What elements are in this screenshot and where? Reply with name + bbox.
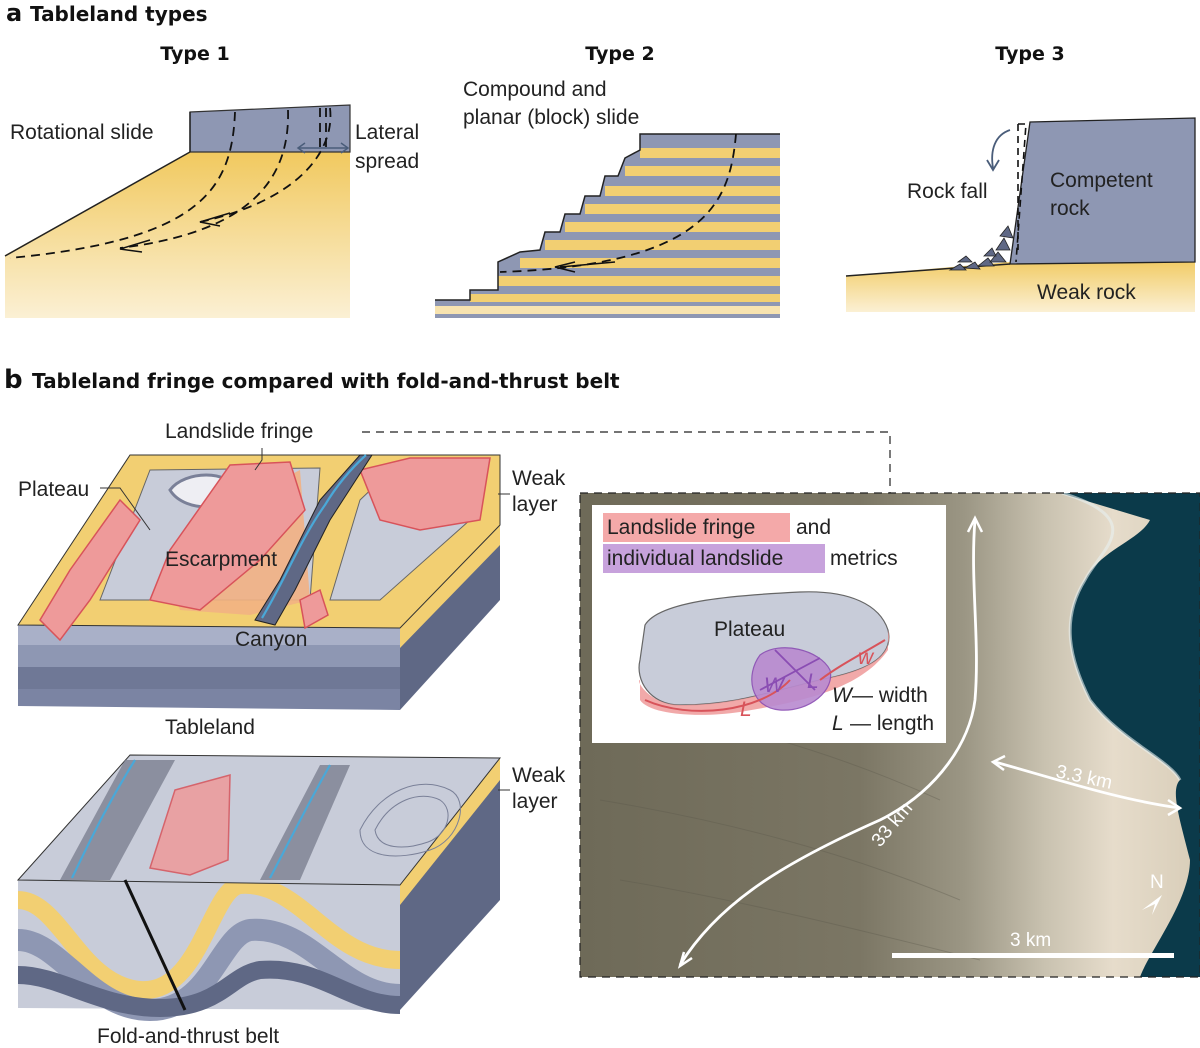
competent-rock-label-2: rock	[1050, 197, 1090, 220]
inset-and-label: and	[796, 516, 831, 539]
weak-layer-label-1: Weak	[512, 467, 566, 490]
scale-bar-label: 3 km	[1010, 930, 1051, 951]
type1-diagram: Type 1 Rotational slide Lateral spread	[4, 43, 419, 318]
individual-highlight	[603, 544, 825, 573]
aerial-photo: 33 km 3.3 km 3 km N Landslide fringe and…	[579, 492, 1200, 978]
inset-w-lower: w	[858, 646, 875, 669]
weak-layer-label-3: Weak	[512, 764, 566, 787]
panel-a: a Tableland types Type 1 Rotational slid…	[4, 0, 1196, 318]
fold-thrust-label: Fold-and-thrust belt	[97, 1025, 279, 1048]
tableland-block: Landslide fringe Plateau Escarpment Cany…	[17, 420, 566, 739]
compound-slide-label-2: planar (block) slide	[463, 106, 639, 129]
fold-thrust-block: Weak layer Fold-and-thrust belt	[16, 754, 566, 1048]
inset-L-def-symbol: L	[832, 712, 844, 735]
escarpment-label: Escarpment	[165, 548, 277, 571]
inset-W-upper: W	[764, 674, 786, 697]
weak-rock-label: Weak rock	[1037, 281, 1136, 304]
panel-a-letter: a	[6, 0, 22, 27]
inset-L-upper: L	[807, 670, 819, 693]
fold-side-face	[400, 758, 500, 1010]
north-arrow-icon	[1142, 895, 1162, 915]
tableland-label: Tableland	[165, 716, 255, 739]
inset-individual-label: individual landslide	[607, 547, 783, 570]
metrics-inset: Landslide fringe and individual landslid…	[592, 505, 946, 743]
panel-b-title: Tableland fringe compared with fold-and-…	[32, 369, 620, 393]
type3-competent-rock	[1009, 117, 1196, 265]
inset-W-def-symbol: W	[832, 684, 854, 707]
type3-talus	[948, 225, 1014, 271]
type3-weak-rock	[846, 258, 1195, 312]
route-3-3km	[994, 760, 1181, 810]
compound-slide-label-1: Compound and	[463, 78, 607, 101]
tableland-landslide-1	[148, 461, 306, 611]
competent-rock-label-1: Competent	[1050, 169, 1153, 192]
sea	[1060, 493, 1200, 977]
type2-heading: Type 2	[585, 43, 654, 65]
fold-landslide	[149, 774, 231, 876]
inset-fringe-label: Landslide fringe	[607, 516, 755, 539]
rock-fall-label: Rock fall	[907, 180, 988, 203]
type2-sand-bands	[435, 148, 780, 314]
weak-layer-label-2: layer	[512, 493, 558, 516]
inset-L-lower: L	[740, 698, 752, 721]
fringe-highlight	[603, 513, 790, 542]
weak-layer-label-4: layer	[512, 790, 558, 813]
north-label: N	[1150, 872, 1164, 893]
inset-L-def: — length	[850, 712, 934, 735]
inset-metrics-label: metrics	[830, 547, 898, 570]
tableland-side-face	[400, 525, 500, 710]
lateral-spread-label-1: Lateral	[355, 121, 419, 144]
route-33km	[678, 519, 978, 966]
panel-b: b Tableland fringe compared with fold-an…	[4, 365, 1200, 1048]
rotational-slide-label: Rotational slide	[10, 121, 154, 144]
type1-slip-surfaces	[9, 107, 332, 259]
landslide-fringe-label: Landslide fringe	[165, 420, 313, 443]
panel-b-letter: b	[4, 365, 23, 395]
canyon-label: Canyon	[235, 628, 307, 651]
type1-weak-layer	[5, 152, 350, 318]
type3-diagram: Type 3 Rock fall Competent rock Weak roc…	[845, 43, 1196, 312]
type3-heading: Type 3	[995, 43, 1064, 65]
scale-bar	[892, 953, 1174, 958]
type1-heading: Type 1	[160, 43, 229, 65]
tableland-canyon	[254, 454, 373, 626]
fringe-leader-line	[362, 431, 891, 493]
type2-diagram: Type 2 Compound and planar (block) slide	[435, 43, 780, 318]
plateau-label: Plateau	[18, 478, 89, 501]
inset-W-def: — width	[852, 684, 928, 707]
lateral-spread-label-2: spread	[355, 150, 419, 173]
panel-a-title: Tableland types	[30, 2, 208, 26]
inset-plateau-label: Plateau	[714, 618, 785, 641]
